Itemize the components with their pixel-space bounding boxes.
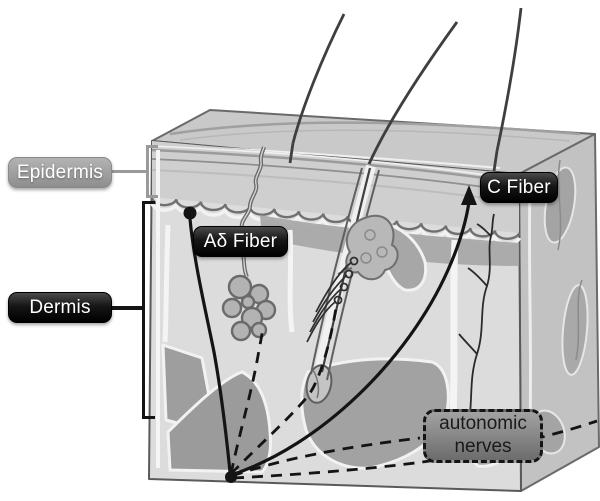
epidermis-connector-line — [112, 170, 146, 173]
sweat-gland — [221, 146, 277, 342]
hair-root — [288, 142, 295, 164]
sweat-gland-coil — [221, 274, 277, 342]
c-fiber-label: C Fiber — [480, 172, 558, 203]
hairs — [288, 7, 523, 172]
hair — [367, 21, 459, 165]
epidermis-label: Epidermis — [8, 157, 112, 188]
a-delta-fiber-line — [183, 206, 232, 473]
c-fiber-arrow — [230, 185, 477, 477]
epidermis-bracket — [146, 145, 158, 198]
dermis-connector-line — [112, 306, 143, 310]
autonomic-nerves-label: autonomic nerves — [423, 409, 543, 463]
hair — [495, 7, 523, 152]
sebaceous-gland — [337, 215, 399, 281]
dermis-tissue — [156, 150, 589, 474]
lanceolate-nerve-endings — [306, 256, 359, 343]
a-delta-fiber-label: Aδ Fiber — [193, 226, 288, 257]
hair-root — [492, 150, 499, 172]
nerve-convergence-point — [225, 471, 237, 483]
hair — [291, 13, 346, 144]
dermis-bracket — [142, 201, 155, 419]
dermis-label: Dermis — [8, 292, 112, 323]
free-nerve-ending — [458, 213, 495, 429]
a-delta-fiber-terminal-dot — [183, 206, 197, 220]
arrowhead-icon — [461, 185, 477, 205]
